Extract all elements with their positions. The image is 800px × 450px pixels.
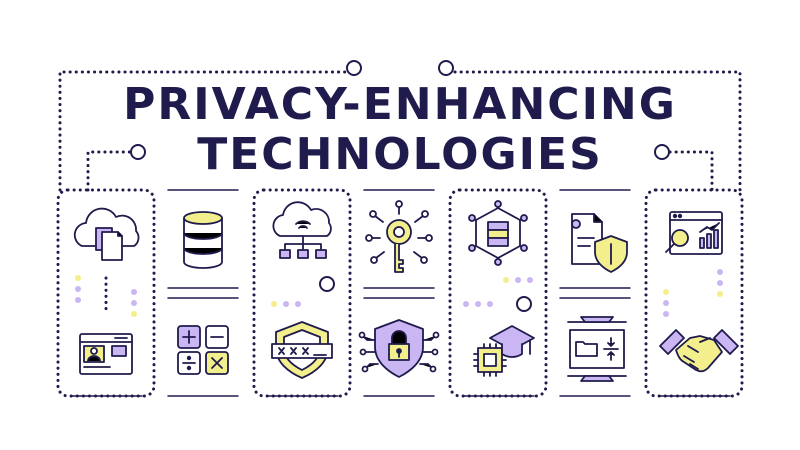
frame-node <box>438 60 454 76</box>
key-network-icon <box>365 200 433 273</box>
frame-node <box>346 60 362 76</box>
lock-circuit-icon <box>358 319 440 378</box>
cloud-files-icon <box>73 207 140 261</box>
frame-node <box>654 144 670 160</box>
panel-3 <box>252 188 352 398</box>
calculator-icon <box>177 325 229 375</box>
database-icon <box>183 211 223 269</box>
browser-analytics-icon <box>665 211 723 255</box>
dotted-frame-top <box>58 70 742 192</box>
chip-graduation-cap-icon <box>473 325 535 377</box>
title-line-1: PRIVACY-ENHANCING <box>123 79 677 130</box>
handshake-icon <box>659 329 739 373</box>
document-shield-icon <box>571 213 628 273</box>
folder-compress-icon <box>567 316 627 382</box>
frame-node <box>130 144 146 160</box>
panel-5 <box>448 188 548 398</box>
server-network-icon <box>468 200 528 266</box>
panel-7 <box>644 188 744 398</box>
deco-dots <box>75 269 723 317</box>
browser-user-profile-icon <box>79 333 133 375</box>
deco-circle <box>319 276 335 292</box>
shield-password-icon <box>271 321 333 379</box>
panel-1 <box>56 188 156 398</box>
cloud-network-icon <box>272 201 332 259</box>
title-line-2: TECHNOLOGIES <box>197 129 603 180</box>
deco-circle <box>516 296 532 312</box>
